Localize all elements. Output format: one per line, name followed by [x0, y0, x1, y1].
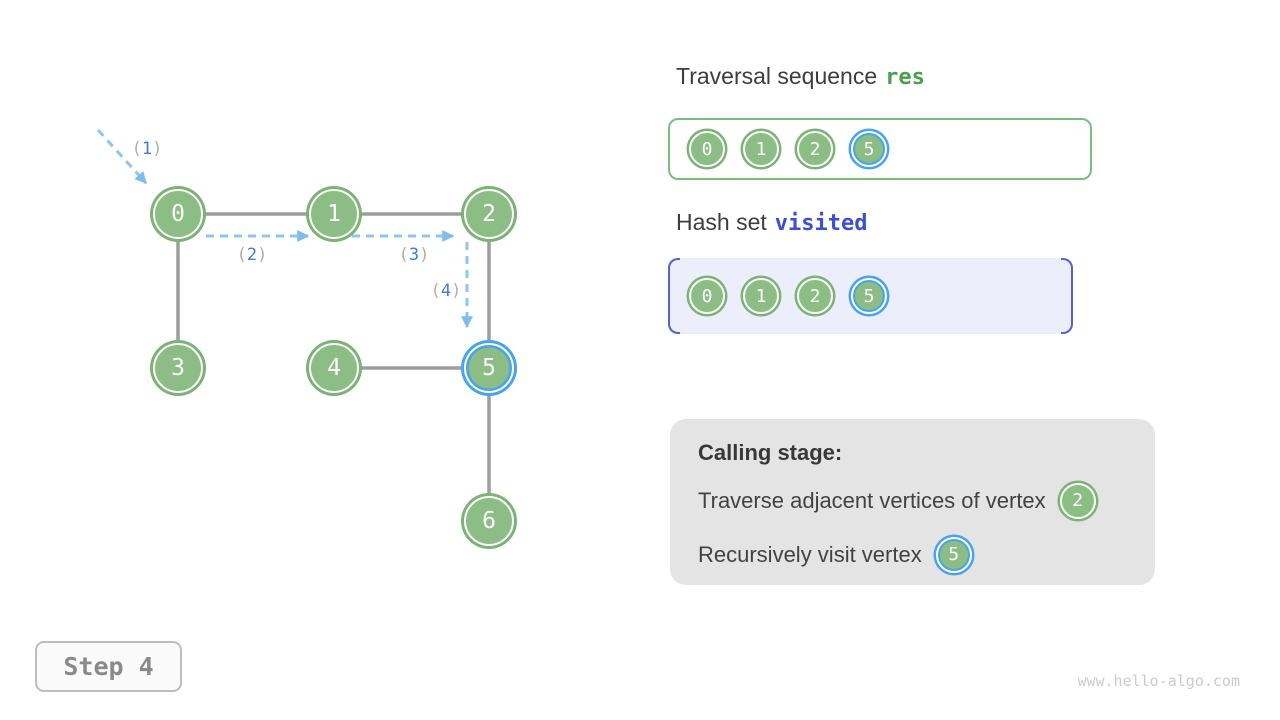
visited-panel-title: Hash set visited [676, 208, 867, 238]
graph-node-0: 0 [153, 189, 203, 239]
res-panel-title: Traversal sequence res [676, 62, 925, 92]
graph-node-3: 3 [153, 343, 203, 393]
graph-node-4: 4 [309, 343, 359, 393]
visited-variable-name: visited [774, 211, 868, 236]
res-item-0: 0 [689, 131, 725, 167]
res-item-5-highlighted: 5 [851, 131, 887, 167]
calling-line1-vertex: 2 [1059, 483, 1096, 519]
set-bracket-right-icon [1061, 258, 1073, 334]
calling-stage-line-2: Recursively visit vertex 5 [698, 535, 1127, 575]
res-item-2: 2 [797, 131, 833, 167]
graph-node-1: 1 [309, 189, 359, 239]
set-bracket-left-icon [668, 258, 680, 334]
visited-title-text: Hash set [676, 209, 767, 235]
arrow-label-2: (2) [236, 245, 268, 265]
calling-line1-text: Traverse adjacent vertices of vertex [698, 488, 1046, 513]
graph-node-5-highlighted: 5 [464, 343, 514, 393]
arrow-label-4: (4) [430, 281, 462, 301]
visited-item-1: 1 [743, 278, 779, 314]
arrow-label-1: (1) [131, 139, 163, 159]
calling-stage-line-1: Traverse adjacent vertices of vertex 2 [698, 481, 1127, 521]
visited-item-2: 2 [797, 278, 833, 314]
graph-node-6: 6 [464, 496, 514, 546]
calling-stage-heading: Calling stage: [698, 440, 843, 465]
res-title-text: Traversal sequence [676, 63, 878, 89]
watermark-text: www.hello-algo.com [1077, 672, 1240, 690]
calling-stage-panel: Calling stage: Traverse adjacent vertice… [670, 419, 1155, 585]
calling-line2-vertex-highlighted: 5 [935, 537, 972, 573]
visited-item-0: 0 [689, 278, 725, 314]
calling-line2-text: Recursively visit vertex [698, 542, 922, 567]
res-item-1: 1 [743, 131, 779, 167]
graph-node-2: 2 [464, 189, 514, 239]
res-variable-name: res [885, 65, 925, 90]
arrow-label-3: (3) [398, 245, 430, 265]
traversal-sequence-box: 0 1 2 5 [668, 118, 1092, 180]
visited-item-5-highlighted: 5 [851, 278, 887, 314]
visited-set-box: 0 1 2 5 [668, 258, 1073, 334]
step-badge: Step 4 [35, 641, 182, 692]
